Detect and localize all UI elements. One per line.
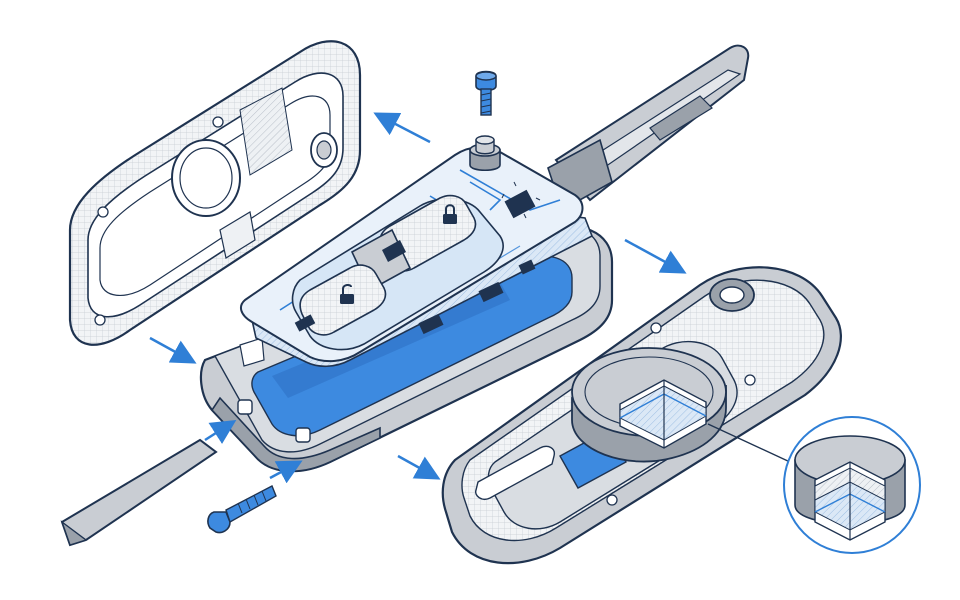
unlock-icon <box>340 283 354 304</box>
coin-cell-battery <box>571 347 727 463</box>
arrow-up-to-frame-left <box>204 419 237 444</box>
retaining-screw-top <box>475 70 497 116</box>
arrow-up-left <box>373 112 431 144</box>
emergency-key-blade <box>60 438 218 547</box>
keypad-circuit-board <box>239 135 594 368</box>
lock-icon <box>443 204 457 224</box>
unlock-button <box>299 264 387 336</box>
board-switch-post <box>469 135 501 172</box>
retaining-screw-side <box>207 485 277 534</box>
callout-leader-line <box>707 423 791 463</box>
arrow-up-to-frame-screw <box>269 460 303 484</box>
arrow-down-right-board <box>624 238 687 274</box>
arrow-right-to-frame <box>149 336 197 364</box>
arrow-down-right-case <box>397 454 441 480</box>
flip-key-blade <box>547 44 750 212</box>
trunk-icon <box>382 240 406 262</box>
upper-housing-shell <box>68 40 362 346</box>
battery-cross-section-callout <box>783 416 921 554</box>
lower-housing-frame <box>199 225 614 473</box>
